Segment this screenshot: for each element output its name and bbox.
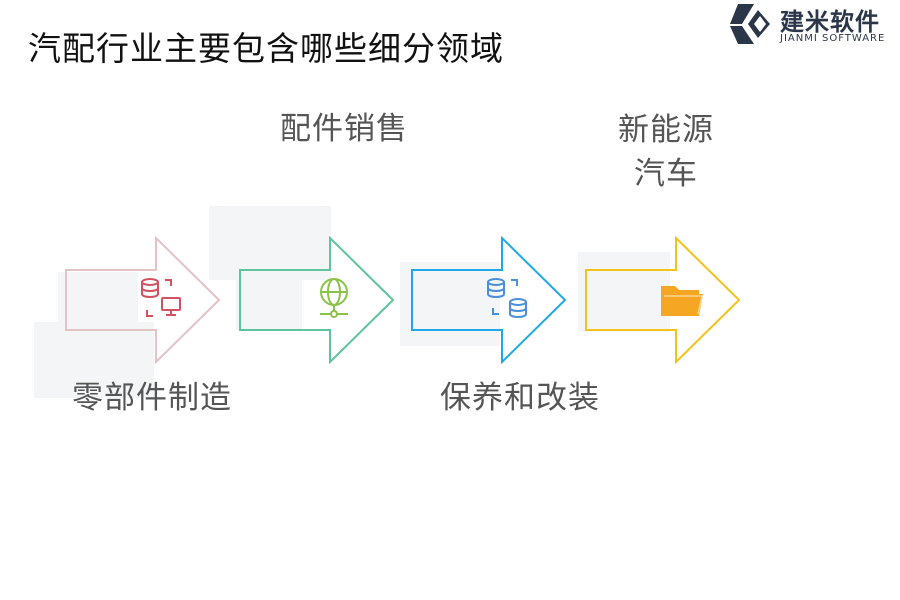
database-monitor-icon <box>141 278 181 317</box>
background-block <box>578 252 670 332</box>
database-sync-icon <box>487 278 527 319</box>
logo: 建米软件 JIANMI SOFTWARE <box>724 2 900 46</box>
background-block <box>34 322 154 398</box>
step-2-label: 配件销售 <box>280 111 408 147</box>
background-block <box>400 262 500 346</box>
globe-network-icon <box>320 278 348 318</box>
step-4-label-line-2: 汽车 <box>634 156 698 192</box>
logo-name-en: JIANMI SOFTWARE <box>780 33 886 44</box>
step-4-label: 新能源 汽车 <box>608 108 724 196</box>
step-1-label: 零部件制造 <box>72 380 232 416</box>
background-block <box>209 206 331 280</box>
page-title: 汽配行业主要包含哪些细分领域 <box>28 29 504 68</box>
step-4-label-line-1: 新能源 <box>618 112 714 148</box>
step-4-arrow <box>585 236 741 365</box>
step-3-arrow <box>411 236 567 365</box>
background-block <box>58 272 138 332</box>
step-3-label: 保养和改装 <box>440 380 600 416</box>
logo-name-cn: 建米软件 <box>780 8 880 36</box>
folder-icon <box>661 286 703 316</box>
step-1-arrow <box>65 236 221 365</box>
jianmi-logo-icon <box>730 4 770 44</box>
background-block <box>236 280 302 330</box>
step-2-arrow <box>239 236 395 365</box>
